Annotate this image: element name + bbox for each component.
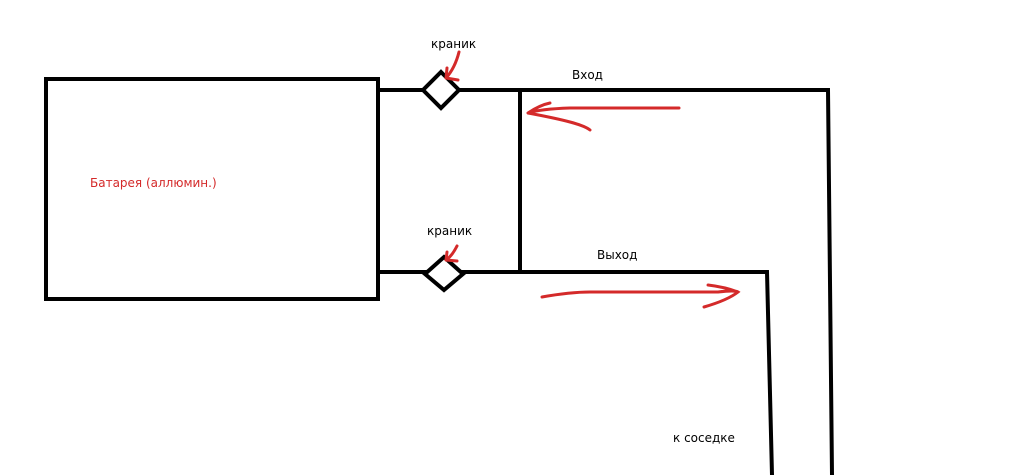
outlet-pipe — [378, 270, 774, 475]
outlet-label: Выход — [597, 248, 638, 262]
valve-top-label: краник — [431, 37, 477, 51]
valve-bottom-label: краник — [427, 224, 473, 238]
inlet-flow-arrow — [526, 101, 681, 132]
battery-radiator — [44, 77, 380, 301]
to-neighbor-label: к соседке — [673, 431, 735, 445]
outlet-flow-arrow — [540, 283, 741, 309]
valve-top-pointer-arrow — [444, 50, 461, 82]
valve-bottom-pointer-arrow — [444, 244, 459, 263]
valve-top-icon — [420, 69, 462, 111]
battery-label: Батарея (аллюмин.) — [90, 176, 217, 190]
inlet-pipe — [378, 88, 834, 475]
valve-bottom-icon — [421, 254, 467, 293]
inlet-label: Вход — [572, 68, 603, 82]
